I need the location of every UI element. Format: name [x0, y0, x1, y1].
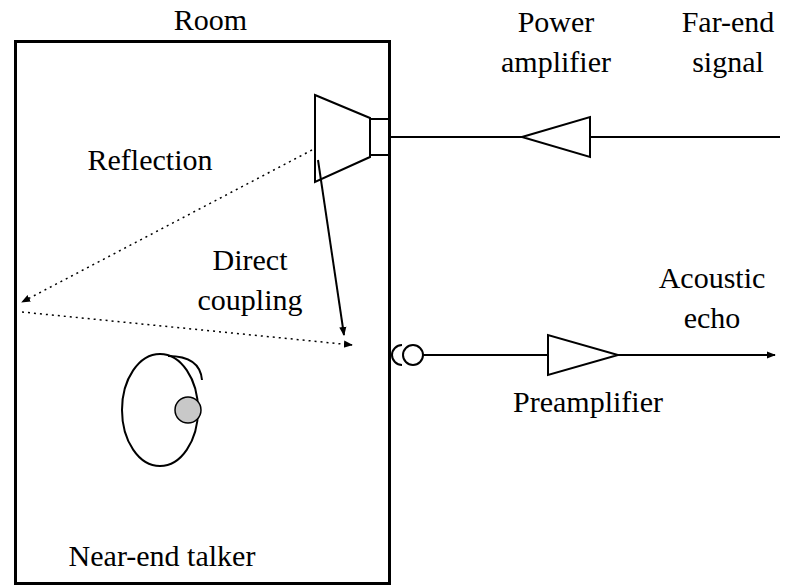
loudspeaker-magnet	[370, 119, 390, 155]
output-arrow	[618, 354, 775, 356]
path-label: Direct coupling	[175, 240, 325, 320]
talker-hair	[168, 356, 202, 380]
wire	[390, 136, 522, 138]
wire	[590, 136, 780, 138]
talker-label: Near-end talker	[22, 536, 302, 576]
power-amplifier-symbol	[522, 117, 590, 157]
room-heading: Room	[14, 0, 407, 40]
talker-ear	[175, 397, 201, 423]
wire	[423, 354, 548, 356]
amplifier-label: Power amplifier	[486, 2, 626, 82]
signal-label: Far-end signal	[668, 2, 788, 82]
amplifier-label: Preamplifier	[493, 382, 683, 422]
path-label: Reflection	[55, 140, 245, 180]
preamplifier-symbol	[548, 335, 618, 375]
microphone-symbol	[403, 345, 423, 365]
microphone-capsule	[392, 345, 402, 365]
loudspeaker-cone	[315, 95, 370, 182]
signal-label: Acoustic echo	[647, 258, 777, 338]
